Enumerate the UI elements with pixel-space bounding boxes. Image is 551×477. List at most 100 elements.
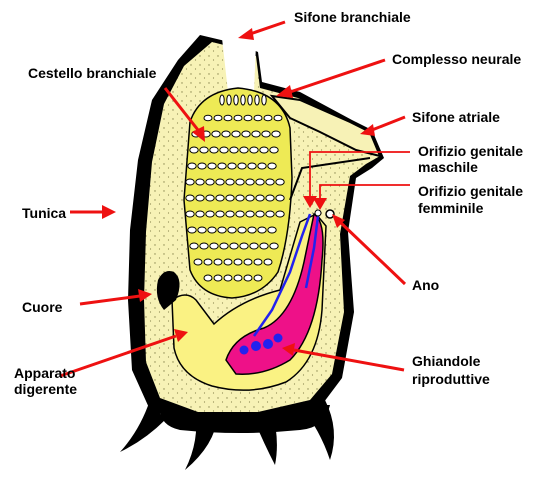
branchial-slit — [240, 147, 248, 153]
branchial-slit — [254, 115, 262, 121]
branchial-slit — [236, 179, 244, 185]
branchial-slit — [216, 179, 224, 185]
branchial-slit — [186, 195, 194, 201]
branchial-slit — [208, 227, 216, 233]
label-apparato-1: Apparato — [14, 365, 75, 381]
branchial-slit — [268, 163, 276, 169]
label-cestello-branchiale: Cestello branchiale — [28, 65, 157, 81]
branchial-slit — [220, 147, 228, 153]
branchial-slit — [188, 227, 196, 233]
branchial-slit — [266, 195, 274, 201]
label-tunica: Tunica — [22, 205, 66, 221]
branchial-slit — [248, 227, 256, 233]
label-orifizio-femminile-1: Orifizio genitale — [418, 183, 523, 199]
branchial-slit — [246, 211, 254, 217]
branchial-slit — [206, 195, 214, 201]
branchial-slit — [196, 211, 204, 217]
branchial-slit — [186, 179, 194, 185]
branchial-slit — [236, 195, 244, 201]
branchial-slit — [216, 211, 224, 217]
branchial-slit — [224, 259, 232, 265]
branchial-slit — [242, 131, 250, 137]
branchial-slit — [232, 131, 240, 137]
branchial-slit — [208, 163, 216, 169]
branchial-slit — [255, 95, 259, 105]
branchial-slit — [246, 179, 254, 185]
branchial-slit — [227, 95, 231, 105]
branchial-slit — [218, 227, 226, 233]
branchial-slit — [228, 227, 236, 233]
branchial-slit — [241, 95, 245, 105]
branchial-slit — [224, 115, 232, 121]
branchial-slit — [254, 259, 262, 265]
branchial-slit — [270, 243, 278, 249]
branchial-slit — [252, 131, 260, 137]
branchial-slit — [244, 275, 252, 281]
branchial-slit — [258, 227, 266, 233]
ano — [326, 210, 334, 218]
branchial-slit — [214, 115, 222, 121]
branchial-slit — [216, 195, 224, 201]
branchial-slit — [230, 243, 238, 249]
branchial-slit — [214, 259, 222, 265]
branchial-slit — [268, 227, 276, 233]
branchial-slit — [262, 95, 266, 105]
branchial-slit — [210, 147, 218, 153]
branchial-slit — [254, 275, 262, 281]
branchial-slit — [212, 131, 220, 137]
branchial-slit — [190, 243, 198, 249]
label-sifone-branchiale: Sifone branchiale — [294, 9, 411, 25]
branchial-slit — [194, 259, 202, 265]
branchial-slit — [204, 259, 212, 265]
branchial-slit — [250, 147, 258, 153]
branchial-slit — [244, 115, 252, 121]
branchial-slit — [200, 243, 208, 249]
branchial-slit — [262, 131, 270, 137]
branchial-slit — [188, 163, 196, 169]
branchial-slit — [196, 195, 204, 201]
branchial-slit — [226, 179, 234, 185]
branchial-slit — [276, 211, 284, 217]
label-orifizio-femminile-2: femminile — [418, 200, 484, 216]
branchial-slit — [248, 163, 256, 169]
branchial-slit — [246, 195, 254, 201]
branchial-slit — [266, 179, 274, 185]
branchial-slit — [224, 275, 232, 281]
branchial-slit — [276, 195, 284, 201]
branchial-slit — [214, 275, 222, 281]
branchial-slit — [270, 147, 278, 153]
branchial-slit — [220, 95, 224, 105]
label-ghiandole-1: Ghiandole — [412, 353, 481, 369]
branchial-slit — [264, 259, 272, 265]
label-ghiandole-2: riproduttive — [412, 371, 490, 387]
sifone-branchiale-opening — [222, 38, 256, 92]
branchial-slit — [264, 115, 272, 121]
branchial-slit — [204, 275, 212, 281]
branchial-slit — [226, 211, 234, 217]
label-orifizio-maschile-1: Orifizio genitale — [418, 143, 523, 159]
branchial-slit — [238, 227, 246, 233]
branchial-slit — [226, 195, 234, 201]
branchial-slit — [234, 115, 242, 121]
branchial-slit — [256, 211, 264, 217]
branchial-slit — [274, 115, 282, 121]
orifizio-femminile — [315, 210, 321, 216]
label-sifone-atriale: Sifone atriale — [412, 109, 500, 125]
branchial-slit — [218, 163, 226, 169]
branchial-slit — [256, 195, 264, 201]
branchial-slit — [236, 211, 244, 217]
branchial-slit — [260, 147, 268, 153]
branchial-slit — [228, 163, 236, 169]
label-orifizio-maschile-2: maschile — [418, 159, 478, 175]
branchial-slit — [248, 95, 252, 105]
branchial-slit — [244, 259, 252, 265]
label-apparato-2: digerente — [14, 381, 77, 397]
branchial-slit — [256, 179, 264, 185]
branchial-slit — [234, 95, 238, 105]
branchial-slit — [258, 163, 266, 169]
branchial-slit — [266, 211, 274, 217]
branchial-slit — [220, 243, 228, 249]
branchial-slit — [234, 275, 242, 281]
branchial-slit — [272, 131, 280, 137]
branchial-slit — [196, 179, 204, 185]
